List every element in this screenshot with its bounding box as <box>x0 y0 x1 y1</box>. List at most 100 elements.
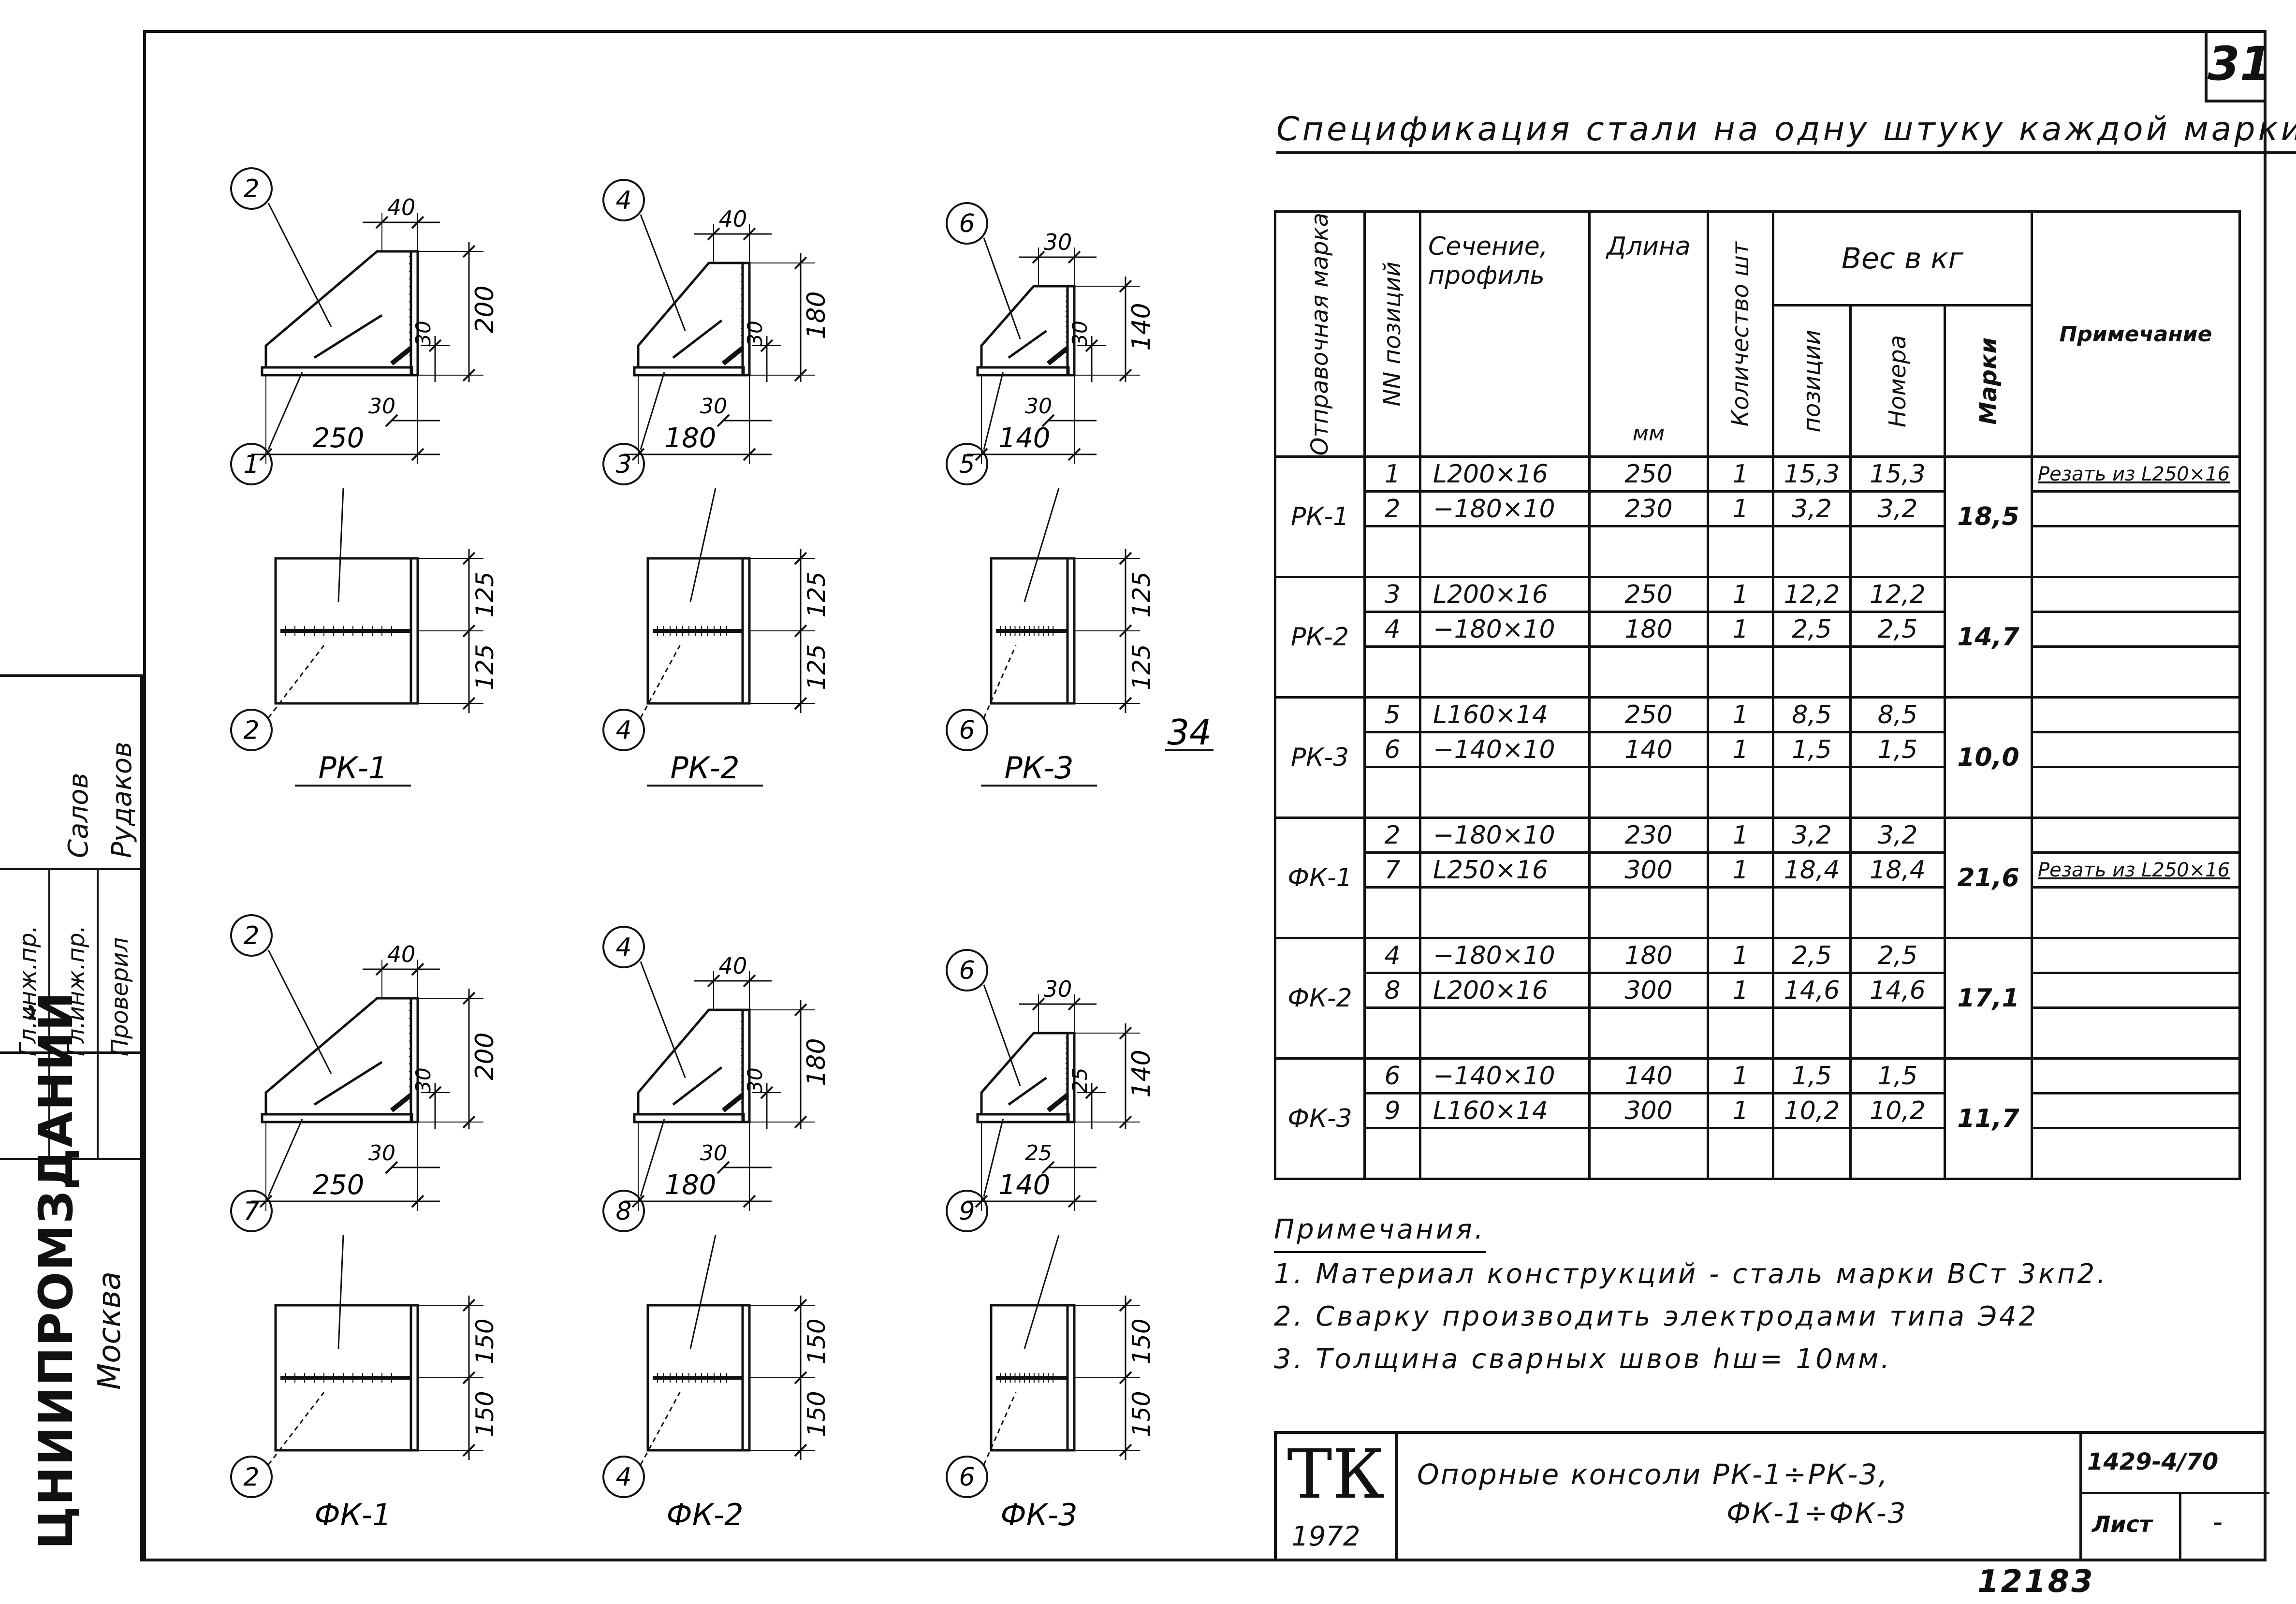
dimension-tick <box>794 1003 807 1017</box>
spec-note-cell <box>2031 937 2241 975</box>
spec-cell-qty: 1 <box>1707 1057 1774 1095</box>
dimension-tick <box>717 414 730 427</box>
angle-web <box>1066 285 1076 377</box>
dimension-tick <box>1032 997 1045 1011</box>
stamp-code: 1429-4/70 <box>2087 1448 2219 1475</box>
spec-note-cell <box>2031 1057 2241 1095</box>
dim-weld-h: 30 <box>700 394 727 419</box>
console-drawings: 402003025030211251252РК-1401803018030431… <box>230 167 1214 1528</box>
position-number: 2 <box>243 921 259 950</box>
spec-total-cell: 18,5 <box>1944 455 2033 579</box>
dim-top: 40 <box>719 206 747 232</box>
spec-cell-pos: 9 <box>1363 1092 1421 1130</box>
position-marker <box>230 443 273 485</box>
leader-line <box>267 1119 303 1197</box>
detail-label: РК-1 <box>318 750 387 786</box>
spec-cell-pos: 8 <box>1363 972 1421 1009</box>
leader-line <box>689 1235 717 1349</box>
spec-cell-w-pos: 1,5 <box>1772 1057 1852 1095</box>
spec-cell-w-num: 15,3 <box>1849 455 1946 493</box>
spec-mark-cell: ФК-2 <box>1274 937 1366 1060</box>
dimension-tick <box>794 256 807 270</box>
dimension-tick <box>1068 250 1081 264</box>
spec-note-cell <box>2031 731 2241 769</box>
leader-line <box>983 1119 1004 1197</box>
dimension-tick <box>794 697 807 710</box>
spec-cell-w-num: 2,5 <box>1849 611 1946 648</box>
org-city: Москва <box>92 1271 128 1390</box>
detail-label: РК-3 <box>1004 750 1073 786</box>
position-marker <box>230 1190 273 1232</box>
dimension-tick <box>1068 448 1081 461</box>
spec-cell-length: 230 <box>1588 817 1709 854</box>
dim-plan-2: 150 <box>471 1391 499 1437</box>
dimension-tick <box>794 552 807 565</box>
dimension-tick <box>743 974 756 988</box>
dimension-tick <box>375 962 389 976</box>
spec-mark-cell: РК-1 <box>1274 455 1366 579</box>
gusset-plate <box>637 262 744 369</box>
spec-cell-section: L250×16 <box>1419 851 1591 889</box>
position-marker <box>946 709 988 751</box>
spec-mark-cell: РК-2 <box>1274 576 1366 699</box>
dim-weld-h: 30 <box>1025 394 1052 419</box>
leader-line <box>640 1119 665 1197</box>
spec-cell-w-num: 3,2 <box>1849 817 1946 854</box>
gusset-plate <box>637 1008 744 1116</box>
dim-top: 40 <box>719 953 747 979</box>
spec-mark-cell: ФК-1 <box>1274 817 1366 940</box>
dimension-tick <box>1068 1195 1081 1208</box>
spec-cell-length: 180 <box>1588 937 1709 975</box>
spec-cell-pos: 1 <box>1363 455 1421 493</box>
dim-width: 180 <box>665 1169 717 1201</box>
spec-note-cell <box>2031 972 2241 1009</box>
spec-cell-w-pos: 15,3 <box>1772 455 1852 493</box>
angle-flange <box>633 1113 745 1123</box>
margin-note: 34 <box>1167 712 1212 753</box>
spec-cell-pos: 4 <box>1363 937 1421 975</box>
position-number: 4 <box>615 1463 631 1492</box>
position-number: 2 <box>243 175 259 204</box>
dim-top: 30 <box>1044 229 1072 255</box>
dimension-tick <box>411 1195 424 1208</box>
hdr-section: Сечение, профиль <box>1428 232 1548 290</box>
dimension-tick <box>1119 1026 1132 1040</box>
spec-cell-section: L160×14 <box>1419 696 1591 734</box>
spec-cell-w-pos: 10,2 <box>1772 1092 1852 1130</box>
spec-note-cell <box>2031 611 2241 648</box>
spec-cell-qty: 1 <box>1707 817 1774 854</box>
dim-width: 140 <box>999 1169 1051 1201</box>
dim-plan-2: 125 <box>1127 644 1155 690</box>
dimension-tick <box>462 1115 476 1129</box>
position-marker <box>602 443 645 485</box>
dimension-tick <box>1085 1086 1098 1099</box>
dimension-tick <box>1032 250 1045 264</box>
position-number: 4 <box>615 933 631 962</box>
stamp-title-2: ФК-1÷ФК-3 <box>1726 1497 1907 1530</box>
dim-height: 180 <box>802 1038 831 1086</box>
spec-cell-w-num: 1,5 <box>1849 731 1946 769</box>
role-3: Проверил <box>106 937 133 1056</box>
spec-cell-section: L160×14 <box>1419 1092 1591 1130</box>
angle-flange <box>976 1113 1070 1123</box>
spec-cell-section: −180×10 <box>1419 937 1591 975</box>
dimension-tick <box>975 448 988 461</box>
dim-plan-1: 125 <box>471 571 499 617</box>
weld-fillet <box>721 346 745 365</box>
detail-label: ФК-3 <box>1000 1497 1077 1528</box>
notes-block: Примечания. 1. Материал конструкций - ст… <box>1274 1209 2108 1381</box>
position-number: 9 <box>959 1197 975 1226</box>
plan-angle <box>741 1304 751 1452</box>
note-item: 1. Материал конструкций - сталь марки ВС… <box>1274 1258 2108 1290</box>
dimension-tick <box>794 1371 807 1385</box>
position-marker <box>230 1456 273 1498</box>
spec-cell-length: 250 <box>1588 576 1709 613</box>
spec-cell-w-pos: 14,6 <box>1772 972 1852 1009</box>
spec-cell-w-pos: 1,5 <box>1772 731 1852 769</box>
dimension-tick <box>743 227 756 241</box>
angle-flange <box>976 366 1070 377</box>
